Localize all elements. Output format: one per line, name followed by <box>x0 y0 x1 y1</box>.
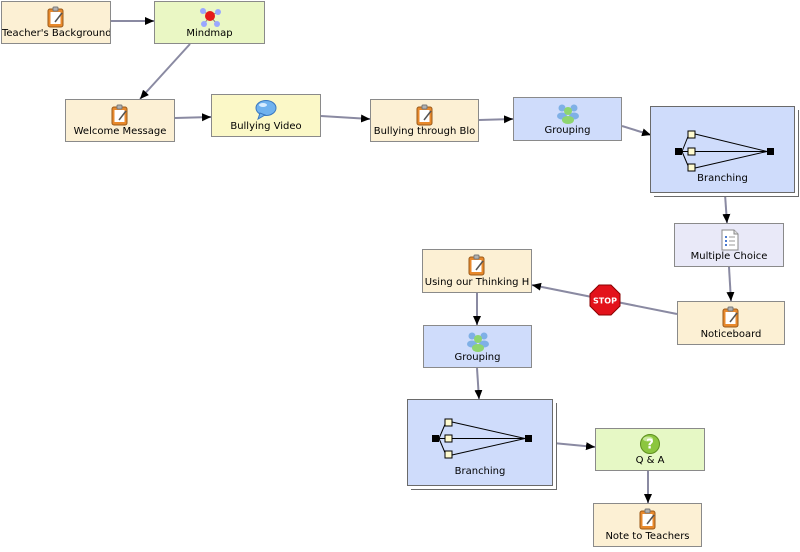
activity-label: Branching <box>454 466 506 477</box>
activity-multiple-choice[interactable]: Multiple Choice <box>674 223 784 267</box>
stop-gate-icon[interactable]: STOP <box>589 284 621 316</box>
activity-label: Welcome Message <box>73 126 167 137</box>
activity-welcome-message[interactable]: Welcome Message <box>65 99 175 142</box>
activity-label: Q & A <box>635 455 665 466</box>
molecule-icon <box>199 8 221 27</box>
notepad-pencil-icon <box>468 254 485 276</box>
transition-branching-to-mcq <box>722 193 731 224</box>
transition-branching-to-qa <box>552 442 596 451</box>
transition-mindmap-to-welcome <box>139 43 191 100</box>
activity-mindmap[interactable]: Mindmap <box>154 1 265 44</box>
transition-blog-to-grouping <box>478 115 514 124</box>
checklist-icon <box>721 229 739 251</box>
question-mark-icon: ? <box>640 434 660 454</box>
activity-label: Noticeboard <box>700 329 762 340</box>
notepad-pencil-icon <box>47 6 64 28</box>
activity-label: Grouping <box>544 125 591 136</box>
activity-label: Teacher's Background <box>2 28 110 39</box>
activity-bullying-video[interactable]: Bullying Video <box>211 94 321 137</box>
notepad-pencil-icon <box>722 306 739 328</box>
activity-label: Branching <box>697 173 748 184</box>
activity-teachers-background[interactable]: Teacher's Background <box>1 1 111 44</box>
speech-bubble-icon <box>255 100 277 121</box>
notepad-pencil-icon <box>111 104 128 126</box>
transition-video-to-blog <box>320 114 371 123</box>
activity-grouping-2[interactable]: Grouping <box>423 325 532 368</box>
branching-diagram-icon <box>432 418 532 459</box>
activity-label: Note to Teachers <box>605 531 690 542</box>
activity-label: Bullying through Blo <box>373 126 476 137</box>
activity-noticeboard[interactable]: Noticeboard <box>677 301 785 345</box>
activity-branching-1[interactable]: Branching <box>650 106 795 193</box>
people-group-icon <box>466 332 489 352</box>
activity-branching-2[interactable]: Branching <box>407 399 553 486</box>
transition-welcome-to-video <box>174 113 212 122</box>
activity-using-our-thinking[interactable]: Using our Thinking H <box>422 249 532 293</box>
activity-bullying-through-blog[interactable]: Bullying through Blo <box>370 99 479 142</box>
notepad-pencil-icon <box>416 104 432 126</box>
transition-grouping-to-branching <box>621 125 652 137</box>
activity-label: Using our Thinking H <box>424 277 530 288</box>
activity-label: Grouping <box>454 352 501 363</box>
activity-label: Mindmap <box>186 28 233 39</box>
branching-diagram-icon <box>675 130 774 172</box>
activity-qa[interactable]: ? Q & A <box>595 428 705 471</box>
activity-grouping-1[interactable]: Grouping <box>513 97 622 141</box>
notepad-pencil-icon <box>639 508 655 530</box>
activity-label: Multiple Choice <box>690 251 768 262</box>
activity-note-to-teachers[interactable]: Note to Teachers <box>593 503 702 547</box>
activity-label: Bullying Video <box>230 121 302 132</box>
transition-grouping-to-branching-2 <box>474 367 483 400</box>
svg-text:?: ? <box>646 438 654 453</box>
people-group-icon <box>556 104 579 124</box>
transition-mcq-to-noticeboard <box>726 266 735 302</box>
stop-gate-label: STOP <box>593 297 617 306</box>
